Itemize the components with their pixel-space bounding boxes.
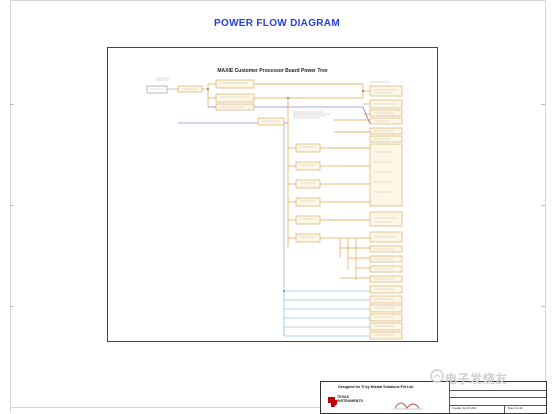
date-text: Tuesday, July 29, 2014 [452, 407, 477, 410]
annotation-marks [156, 77, 390, 119]
diagram-heading: MAXIE Customer Processor Board Power Tre… [217, 68, 328, 74]
mistral-logo-icon [393, 402, 423, 410]
sheet-border-bottom [10, 407, 546, 408]
company-name: TEXAS INSTRUMENTS [337, 395, 363, 403]
regulator-blocks [177, 79, 321, 243]
load-blocks [369, 85, 403, 340]
input-source-block [146, 85, 168, 94]
sheet-number-text: Sheet 3 of 40 [508, 407, 523, 410]
company-line-1: TEXAS [337, 395, 349, 399]
designed-by-text: Designed for TI by Mistral Solutions Pvt… [338, 385, 414, 389]
sheet-border-left [10, 0, 11, 413]
border-tick [541, 104, 545, 105]
border-tick [541, 306, 545, 307]
border-tick [541, 205, 545, 206]
junction-dots [207, 88, 364, 292]
company-line-2: INSTRUMENTS [337, 399, 363, 404]
primary-supply-lines [167, 83, 370, 280]
border-tick [10, 104, 14, 105]
page-title: POWER FLOW DIAGRAM [214, 18, 340, 29]
ti-logo-icon [328, 397, 337, 407]
power-tree-graphic [146, 77, 403, 340]
watermark-text: 电子发烧友 [445, 372, 508, 386]
border-tick [10, 306, 14, 307]
border-tick [10, 205, 14, 206]
low-voltage-lines [283, 123, 370, 337]
title-block: Designed for TI by Mistral Solutions Pvt… [320, 381, 547, 414]
block-label-marks [150, 82, 396, 336]
watermark-logo-icon [430, 369, 444, 383]
power-tree-diagram: MAXIE Customer Processor Board Power Tre… [107, 47, 438, 342]
title-block-grid [449, 382, 546, 413]
sheet-border-top [10, 0, 546, 1]
sheet-border-right [545, 0, 546, 413]
